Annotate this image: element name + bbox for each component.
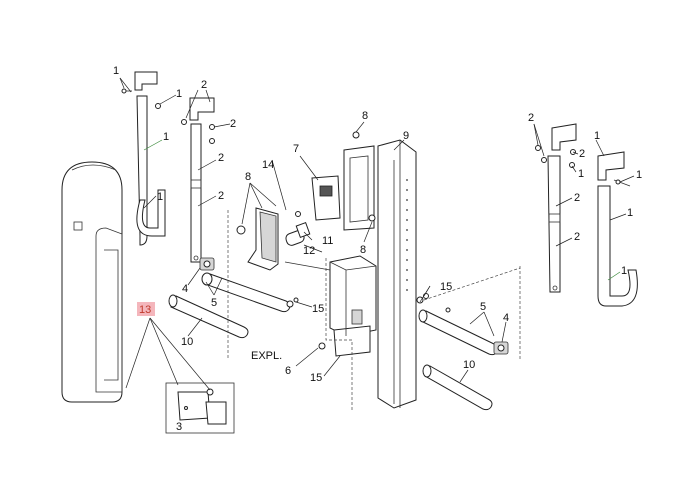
callout-2: 2: [579, 148, 585, 160]
callout-2: 2: [201, 79, 207, 91]
callout-2: 2: [574, 192, 580, 204]
cover-housing: [61, 161, 123, 403]
callout-1: 1: [176, 88, 182, 100]
callout-5: 5: [211, 297, 217, 309]
callout-9: 9: [403, 130, 409, 142]
motor-gearbox: [284, 255, 377, 357]
callout-1: 1: [594, 130, 600, 142]
callout-12: 12: [303, 245, 315, 257]
callout-1: 1: [627, 207, 633, 219]
callout-11: 11: [322, 235, 333, 247]
callout-15: 15: [310, 372, 322, 384]
callout-1: 1: [157, 191, 163, 203]
callout-1: 1: [621, 265, 627, 277]
callout-2: 2: [218, 190, 224, 202]
right-arm-assembly: [535, 123, 638, 307]
callout-14: 14: [262, 159, 274, 171]
callout-7: 7: [293, 143, 299, 155]
left-arm-assembly: [121, 71, 215, 263]
callout-13-highlight: [137, 302, 155, 316]
callout-labels: 1 1 2 2 1 2 2 1 4 5 10 13 3 14 8 7 8 9 8…: [113, 65, 642, 433]
leader-lines: [119, 77, 635, 391]
expl-label: EXPL.: [251, 350, 282, 362]
callout-2: 2: [230, 118, 236, 130]
callout-2: 2: [528, 112, 534, 124]
column-9: [377, 139, 417, 409]
callout-2: 2: [574, 231, 580, 243]
callout-3: 1: [578, 168, 584, 180]
callout-8: 8: [245, 171, 251, 183]
callout-6: 6: [285, 365, 291, 377]
left-shafts: [168, 257, 291, 339]
callout-3: 3: [176, 421, 182, 433]
callout-1: 1: [636, 169, 642, 181]
parts-11-12: [285, 222, 311, 246]
left-screws-15: [286, 297, 299, 308]
right-shafts: [416, 293, 509, 411]
callout-1: 1: [113, 65, 119, 77]
assembly-guides: [227, 210, 521, 410]
part-3-detail: [165, 382, 235, 434]
callout-4: 4: [503, 312, 509, 324]
callout-13: 13: [139, 304, 151, 316]
callout-4: 4: [182, 283, 188, 295]
callout-2: 2: [218, 152, 224, 164]
callout-5: 5: [480, 301, 486, 313]
callout-10: 10: [463, 359, 475, 371]
callout-15: 15: [440, 281, 452, 293]
callout-8: 8: [360, 244, 366, 256]
control-board-area: [236, 131, 376, 271]
callout-8: 8: [362, 110, 368, 122]
callout-10: 10: [181, 336, 193, 348]
callout-15: 15: [312, 303, 324, 315]
callout-1: 1: [163, 131, 169, 143]
